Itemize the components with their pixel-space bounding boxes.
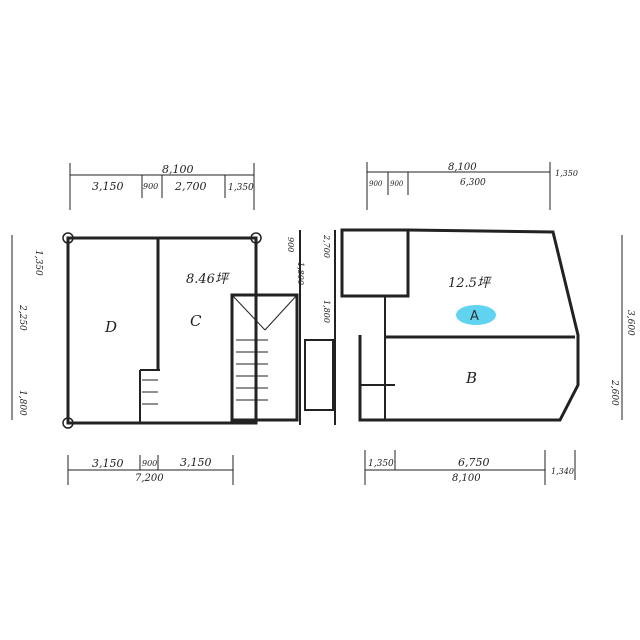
right-plan-walls [340, 228, 580, 422]
left-side-dimensions: 1,350 2,250 1,800 [11, 235, 43, 420]
room-a-highlight [456, 305, 496, 325]
left-area-label: 8.46坪 [186, 272, 230, 287]
left-top-seg: 1,350 [228, 183, 254, 193]
left-top-seg: 3,150 [92, 180, 124, 193]
right-top-seg: 900 [369, 180, 383, 188]
room-d-label: D [104, 318, 117, 336]
bottom-dim: 900 [142, 459, 157, 468]
bottom-dim: 3,150 [180, 456, 212, 469]
right-top-total: 8,100 [448, 162, 477, 173]
stair-dim: 1,800 [296, 262, 305, 285]
right-side-dimensions: 3,600 2,600 [609, 235, 635, 420]
bottom-dim: 1,350 [368, 459, 394, 469]
right-area-label: 12.5坪 [448, 276, 492, 291]
side-dim: 1,800 [17, 390, 27, 416]
left-plan-walls [62, 232, 299, 429]
bottom-dim: 3,150 [92, 457, 124, 470]
left-top-total: 8,100 [162, 163, 194, 176]
bottom-total: 8,100 [452, 473, 481, 484]
stair-dim: 900 [286, 237, 295, 252]
room-b-label: B [465, 369, 477, 387]
bottom-dim: 6,750 [458, 456, 490, 469]
right-top-dimensions: 8,100 900 900 6,300 1,350 [366, 162, 578, 210]
side-dim: 2,600 [609, 379, 619, 406]
left-top-dimensions: 8,100 3,150 900 2,700 1,350 [69, 163, 255, 210]
right-top-seg: 6,300 [460, 178, 486, 188]
stair-dim: 2,700 [322, 234, 331, 258]
room-a-label: A [470, 309, 479, 324]
left-bottom-dimensions: 3,150 900 3,150 7,200 [67, 455, 234, 485]
left-top-seg: 2,700 [174, 180, 207, 193]
side-dim: 3,600 [625, 310, 635, 336]
room-c-label: C [190, 312, 202, 330]
bottom-total: 7,200 [135, 473, 164, 484]
right-top-seg: 900 [390, 180, 404, 188]
left-top-seg: 900 [143, 182, 158, 191]
side-dim: 2,250 [17, 304, 27, 331]
bottom-right: 1,340 [551, 467, 574, 476]
middle-stair: 900 1,800 2,700 1,800 [286, 230, 336, 425]
right-top-right: 1,350 [555, 169, 578, 178]
side-dim: 1,350 [33, 250, 43, 276]
right-bottom-dimensions: 1,350 6,750 8,100 1,340 [364, 450, 576, 485]
stair-dim: 1,800 [322, 300, 331, 323]
